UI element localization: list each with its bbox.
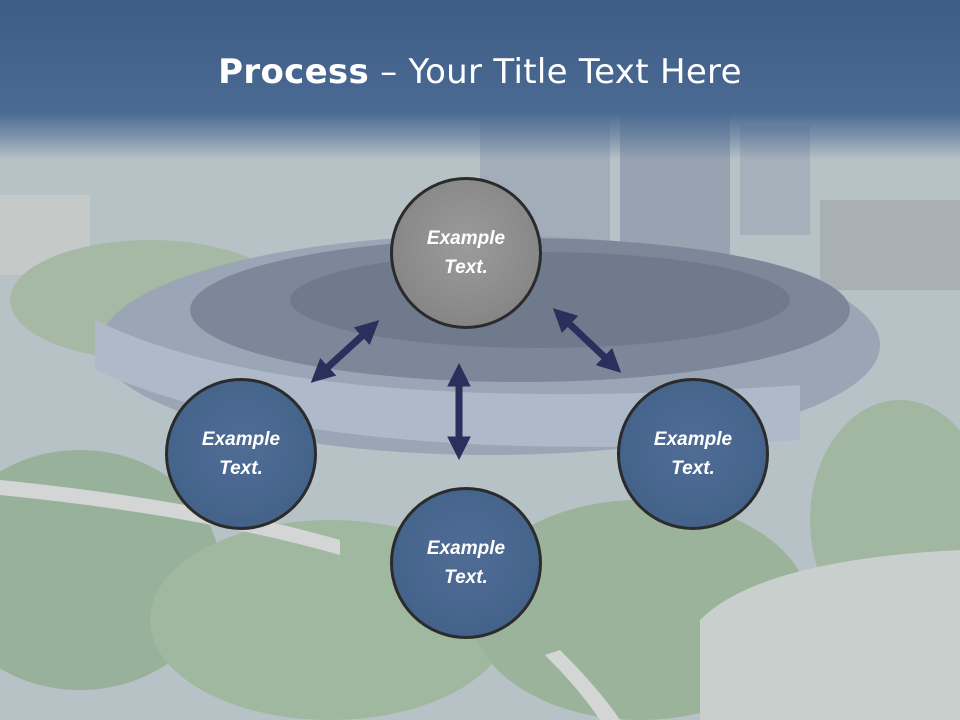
slide-title: Process – Your Title Text Here xyxy=(0,52,960,92)
node-left[interactable]: Example Text. xyxy=(165,378,317,530)
node-right-label: Example Text. xyxy=(653,429,733,479)
title-text: Your Title Text Here xyxy=(408,52,742,92)
arrow-top-right xyxy=(552,308,622,373)
node-bottom-label: Example Text. xyxy=(426,538,506,588)
title-bar xyxy=(0,0,960,160)
node-bottom[interactable]: Example Text. xyxy=(390,487,542,639)
title-dash: – xyxy=(369,52,409,92)
node-top[interactable]: Example Text. xyxy=(390,177,542,329)
title-bold: Process xyxy=(218,52,370,92)
node-right[interactable]: Example Text. xyxy=(617,378,769,530)
node-left-label: Example Text. xyxy=(201,429,281,479)
arrow-top-left xyxy=(310,320,380,383)
node-top-label: Example Text. xyxy=(426,228,506,278)
